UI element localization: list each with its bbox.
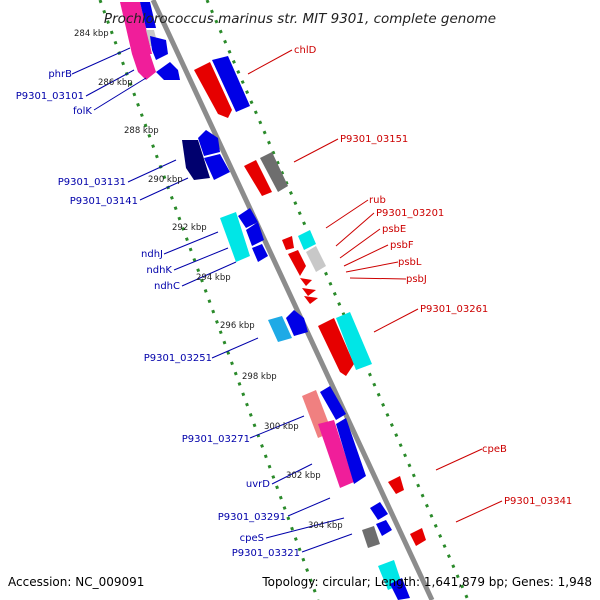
gene-blue-d[interactable] bbox=[286, 310, 308, 336]
gene-blue-b[interactable] bbox=[198, 130, 220, 156]
label-ndhJ[interactable]: ndhJ bbox=[141, 249, 163, 260]
gene-ndhK[interactable] bbox=[238, 208, 258, 228]
tick-304: 304 kbp bbox=[308, 521, 343, 531]
label-P9301_03151[interactable]: P9301_03151 bbox=[340, 134, 408, 145]
label-rub[interactable]: rub bbox=[369, 195, 386, 206]
outer-dotted-track bbox=[205, 0, 470, 600]
gene-P9301_03321[interactable] bbox=[376, 520, 392, 536]
gene-phrB[interactable] bbox=[120, 2, 152, 54]
label-cpeB[interactable]: cpeB bbox=[482, 444, 507, 455]
gene-psbE[interactable] bbox=[306, 246, 326, 272]
tick-290: 290 kbp bbox=[148, 175, 183, 185]
gene-blue-f[interactable] bbox=[390, 578, 410, 600]
gene-ndhC[interactable] bbox=[246, 222, 264, 246]
gene-blue-chl[interactable] bbox=[212, 56, 250, 112]
tick-300: 300 kbp bbox=[264, 422, 299, 432]
label-chlD[interactable]: chlD bbox=[294, 45, 317, 56]
gene-P9301_03101[interactable] bbox=[132, 54, 156, 80]
gene-P9301_03131[interactable] bbox=[204, 154, 230, 180]
gene-rub[interactable] bbox=[282, 236, 294, 250]
gene-P9301_03341[interactable] bbox=[410, 528, 426, 546]
gene-psbL[interactable] bbox=[300, 278, 312, 286]
label-folK[interactable]: folK bbox=[73, 106, 92, 117]
accession-text: Accession: NC_009091 bbox=[8, 575, 144, 589]
label-P9301_03271[interactable]: P9301_03271 bbox=[182, 434, 250, 445]
label-uvrD[interactable]: uvrD bbox=[246, 479, 270, 490]
tick-294: 294 kbp bbox=[196, 273, 231, 283]
label-psbL[interactable]: psbL bbox=[398, 257, 422, 268]
gene-P9301_03291[interactable] bbox=[370, 502, 388, 520]
inner-dotted-track bbox=[98, 0, 320, 600]
gene-P9301_03201[interactable] bbox=[298, 230, 316, 250]
right-leader-lines bbox=[247, 49, 503, 523]
gene-blue-c[interactable] bbox=[252, 244, 268, 262]
gene-P9301_03151[interactable] bbox=[244, 160, 272, 196]
map-title: Prochlorococcus marinus str. MIT 9301, c… bbox=[104, 11, 496, 27]
label-psbJ[interactable]: psbJ bbox=[406, 274, 427, 285]
tick-302: 302 kbp bbox=[286, 471, 321, 481]
tick-298: 298 kbp bbox=[242, 372, 277, 382]
gene-cyan-261[interactable] bbox=[336, 312, 372, 370]
genome-backbone bbox=[150, 0, 435, 600]
summary-text: Topology: circular; Length: 1,641,879 bp… bbox=[261, 575, 592, 589]
gene-P9301_03251[interactable] bbox=[268, 316, 292, 342]
label-psbE[interactable]: psbE bbox=[382, 224, 406, 235]
label-P9301_03141[interactable]: P9301_03141 bbox=[70, 196, 138, 207]
gene-navy-a[interactable] bbox=[140, 2, 156, 28]
gene-chlD[interactable] bbox=[194, 62, 232, 118]
tick-296: 296 kbp bbox=[220, 321, 255, 331]
label-P9301_03101[interactable]: P9301_03101 bbox=[16, 91, 84, 102]
tick-284: 284 kbp bbox=[74, 29, 109, 39]
gene-psbF[interactable] bbox=[288, 250, 306, 276]
label-P9301_03201[interactable]: P9301_03201 bbox=[376, 208, 444, 219]
tick-288: 288 kbp bbox=[124, 126, 159, 136]
kbp-tick-labels: 284 kbp 286 kbp 288 kbp 290 kbp 292 kbp … bbox=[74, 29, 343, 531]
gene-psbJ[interactable] bbox=[302, 288, 316, 296]
gene-folK[interactable] bbox=[156, 62, 180, 80]
gene-gray-151[interactable] bbox=[260, 152, 288, 192]
gene-blue-a[interactable] bbox=[150, 36, 168, 60]
gene-P9301_03261[interactable] bbox=[318, 318, 354, 376]
left-leader-lines bbox=[71, 47, 353, 553]
label-P9301_03131[interactable]: P9301_03131 bbox=[58, 177, 126, 188]
label-P9301_03321[interactable]: P9301_03321 bbox=[232, 548, 300, 559]
label-phrB[interactable]: phrB bbox=[48, 69, 72, 80]
gene-navy-b[interactable] bbox=[182, 140, 210, 180]
gene-cpeS[interactable] bbox=[362, 526, 380, 548]
label-P9301_03251[interactable]: P9301_03251 bbox=[144, 353, 212, 364]
right-gene-labels: chlD P9301_03151 rub P9301_03201 psbE ps… bbox=[294, 45, 572, 507]
label-cpeS[interactable]: cpeS bbox=[240, 533, 264, 544]
gene-blue-e[interactable] bbox=[336, 418, 366, 484]
gene-cpeB[interactable] bbox=[388, 476, 404, 494]
gene-red-psb[interactable] bbox=[304, 296, 318, 304]
left-gene-labels: phrB P9301_03101 folK P9301_03131 P9301_… bbox=[16, 69, 300, 559]
label-P9301_03261[interactable]: P9301_03261 bbox=[420, 304, 488, 315]
gene-ndhJ[interactable] bbox=[220, 212, 250, 262]
gene-uvrD[interactable] bbox=[320, 386, 346, 420]
label-ndhC[interactable]: ndhC bbox=[154, 281, 180, 292]
label-psbF[interactable]: psbF bbox=[390, 240, 414, 251]
tick-292: 292 kbp bbox=[172, 223, 207, 233]
gene-P9301_03271[interactable] bbox=[318, 420, 354, 488]
label-P9301_03341[interactable]: P9301_03341 bbox=[504, 496, 572, 507]
label-P9301_03291[interactable]: P9301_03291 bbox=[218, 512, 286, 523]
tick-286: 286 kbp bbox=[98, 78, 133, 88]
label-ndhK[interactable]: ndhK bbox=[146, 265, 172, 276]
